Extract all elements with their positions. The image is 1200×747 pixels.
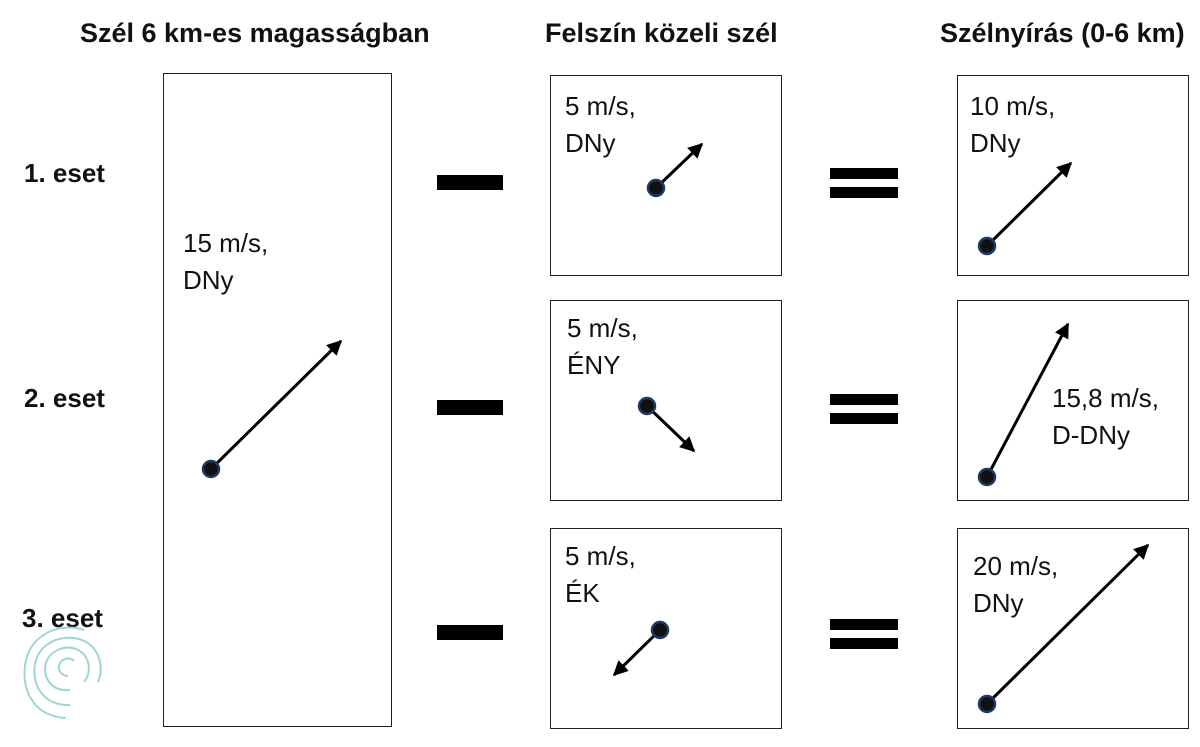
shear-speed-1: 10 m/s, (970, 91, 1056, 121)
surface-wind-panel-2 (550, 300, 782, 501)
shear-label-1: 10 m/s, DNy (970, 88, 1055, 162)
surface-wind-direction-3: ÉK (565, 578, 600, 608)
header-upper-wind: Szél 6 km-es magasságban (80, 18, 430, 48)
surface-wind-label-2: 5 m/s, ÉNY (567, 310, 638, 384)
header-wind-shear: Szélnyírás (0-6 km) (940, 18, 1185, 48)
upper-wind-direction: DNy (183, 265, 234, 295)
shear-speed-3: 20 m/s, (973, 551, 1059, 581)
surface-wind-direction-1: DNy (565, 128, 616, 158)
shear-direction-1: DNy (970, 128, 1021, 158)
shear-label-2: 15,8 m/s, D-DNy (1052, 380, 1159, 454)
equals-sign-1 (830, 168, 898, 198)
minus-sign-1 (437, 175, 503, 190)
shear-direction-3: DNy (973, 588, 1024, 618)
row-label-3: 3. eset (22, 603, 103, 633)
upper-wind-panel (163, 73, 392, 727)
upper-wind-speed: 15 m/s, (183, 228, 269, 258)
equals-sign-2 (830, 394, 898, 424)
surface-wind-speed-1: 5 m/s, (565, 91, 636, 121)
row-label-2: 2. eset (24, 383, 105, 413)
surface-wind-speed-2: 5 m/s, (567, 313, 638, 343)
row-label-1: 1. eset (24, 158, 105, 188)
surface-wind-speed-3: 5 m/s, (565, 541, 636, 571)
spiral-logo-icon (23, 626, 102, 719)
shear-speed-2: 15,8 m/s, (1052, 383, 1159, 413)
upper-wind-label: 15 m/s, DNy (183, 225, 268, 299)
equals-sign-3 (830, 619, 898, 649)
surface-wind-label-1: 5 m/s, DNy (565, 88, 636, 162)
surface-wind-direction-2: ÉNY (567, 350, 621, 380)
header-surface-wind: Felszín közeli szél (545, 18, 778, 48)
surface-wind-label-3: 5 m/s, ÉK (565, 538, 636, 612)
minus-sign-2 (437, 400, 503, 415)
minus-sign-3 (437, 625, 503, 640)
shear-label-3: 20 m/s, DNy (973, 548, 1058, 622)
shear-direction-2: D-DNy (1052, 420, 1130, 450)
